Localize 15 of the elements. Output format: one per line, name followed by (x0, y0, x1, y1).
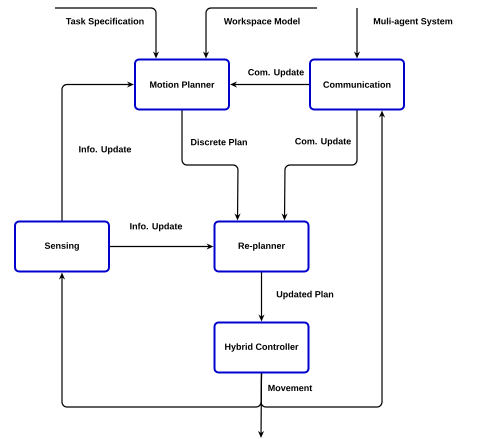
process-box: Re-planner (214, 220, 310, 272)
process-box: Sensing (14, 220, 110, 272)
edge-label: Discrete Plan (190, 138, 249, 146)
process-box: Communication (309, 58, 405, 110)
edge-label: Muli-agent System (372, 16, 454, 28)
edge-label: Workspace Model (222, 16, 302, 28)
edge-label: Info. Update (78, 144, 132, 156)
process-box: Motion Planner (134, 58, 230, 110)
process-box: Hybrid Controller (214, 322, 310, 374)
edge-label: Com. Update (294, 136, 352, 148)
edge-label: Com. Update (246, 68, 306, 78)
edge-label: Movement (266, 384, 314, 392)
edge-label: Updated Plan (275, 290, 335, 300)
edge-label: Task Specification (64, 16, 146, 28)
edge-label: Info. Update (128, 222, 184, 232)
